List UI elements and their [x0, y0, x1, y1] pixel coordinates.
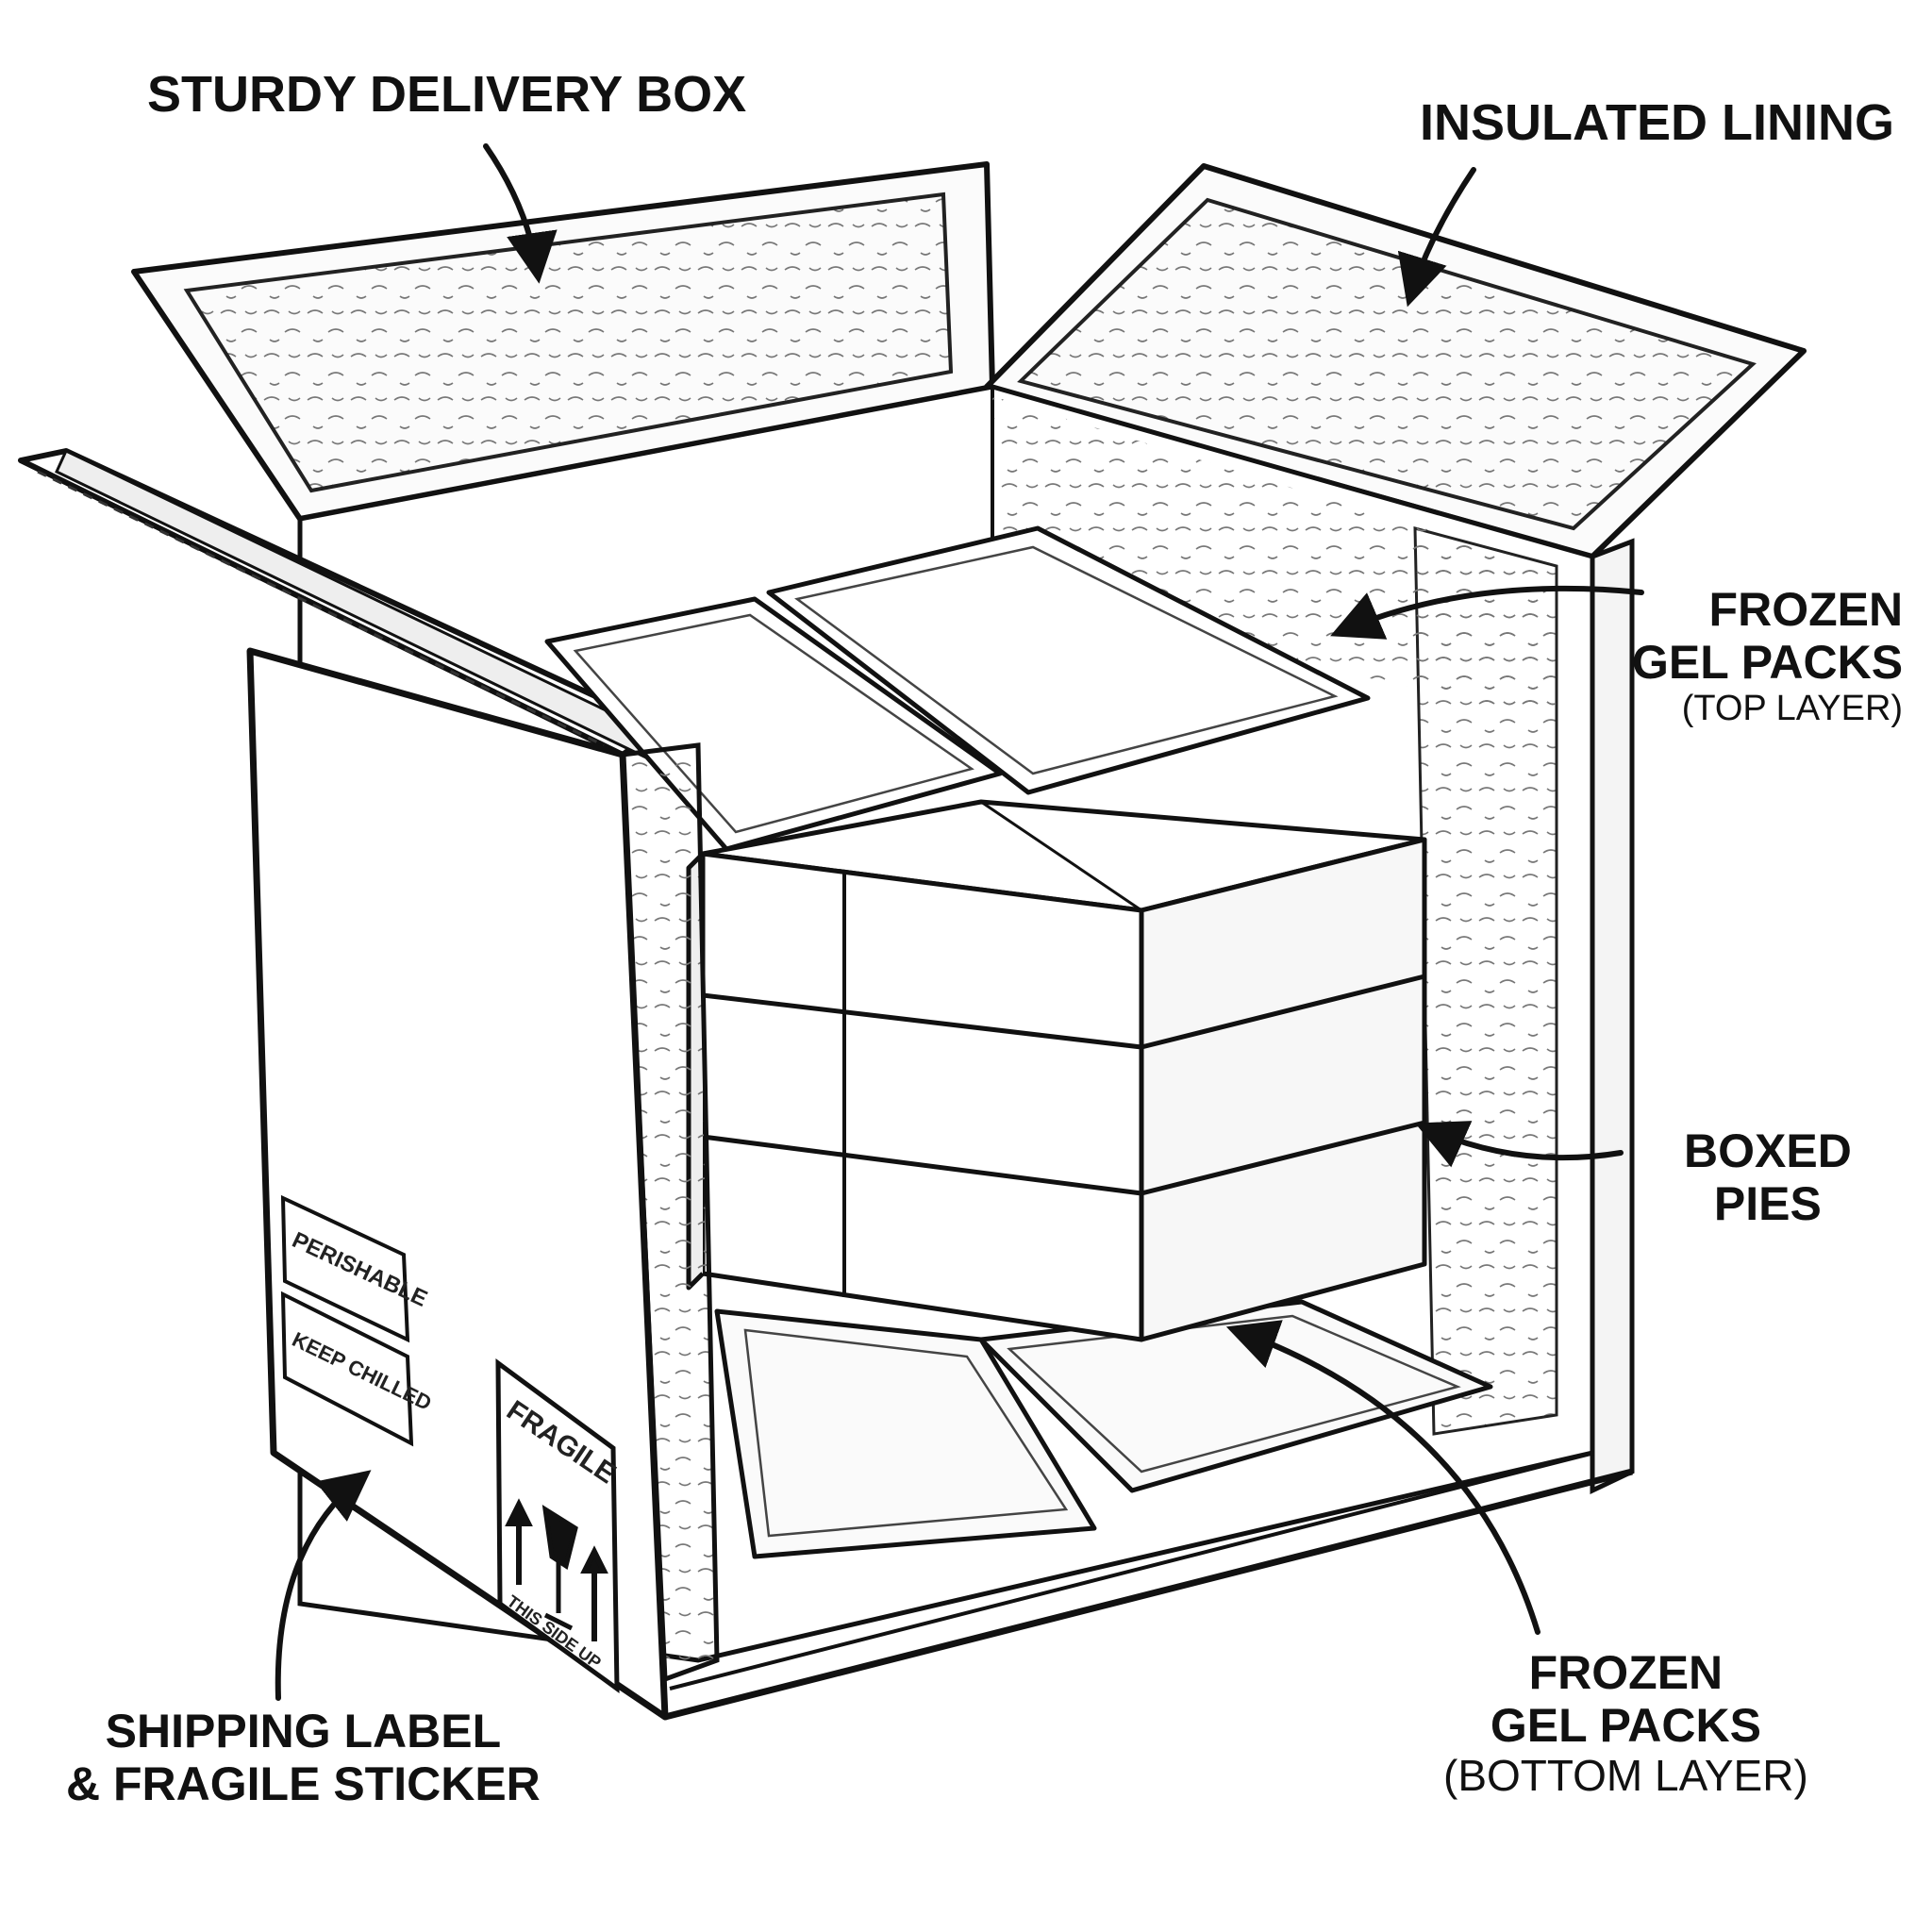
callout-gel-packs-top: FROZEN GEL PACKS (TOP LAYER) — [1632, 583, 1903, 729]
callout-delivery-box: STURDY DELIVERY BOX — [147, 66, 747, 123]
arrow-gel-packs-top — [1330, 585, 1644, 640]
arrow-insulated-lining — [1397, 167, 1476, 308]
label-line2: & FRAGILE STICKER — [66, 1757, 541, 1810]
this-side-up-arrows-icon — [505, 1498, 608, 1641]
wine-glass-icon — [541, 1505, 578, 1631]
pies-line1: BOXED — [1684, 1124, 1852, 1177]
callout-arrows — [275, 143, 1644, 1701]
arrow-gel-packs-bottom — [1225, 1320, 1541, 1635]
gel-bottom-line3: (BOTTOM LAYER) — [1443, 1751, 1808, 1800]
back-left-flap — [131, 161, 995, 522]
gel-bottom-line2: GEL PACKS — [1490, 1699, 1761, 1752]
boxed-pies-stack — [686, 799, 1427, 1342]
gel-bottom-line1: FROZEN — [1528, 1646, 1724, 1699]
callout-insulated-lining: INSULATED LINING — [1420, 94, 1894, 151]
box-right-wall — [1590, 538, 1635, 1494]
arrow-delivery-box — [483, 143, 558, 284]
gel-packs-bottom — [714, 1299, 1493, 1559]
gel-top-line3: (TOP LAYER) — [1681, 689, 1904, 728]
gel-top-line2: GEL PACKS — [1632, 636, 1904, 689]
gel-top-line1: FROZEN — [1708, 583, 1904, 636]
pies-line2: PIES — [1713, 1177, 1822, 1230]
callout-boxed-pies: BOXED PIES — [1684, 1124, 1852, 1230]
callout-shipping-label: SHIPPING LABEL & FRAGILE STICKER — [66, 1705, 541, 1810]
label-line1: SHIPPING LABEL — [105, 1705, 502, 1757]
callout-gel-packs-bottom: FROZEN GEL PACKS (BOTTOM LAYER) — [1443, 1646, 1808, 1801]
keep-chilled-sticker: KEEP CHILLED — [280, 1291, 435, 1447]
arrow-shipping-label — [275, 1470, 372, 1701]
arrow-boxed-pies — [1415, 1121, 1624, 1168]
